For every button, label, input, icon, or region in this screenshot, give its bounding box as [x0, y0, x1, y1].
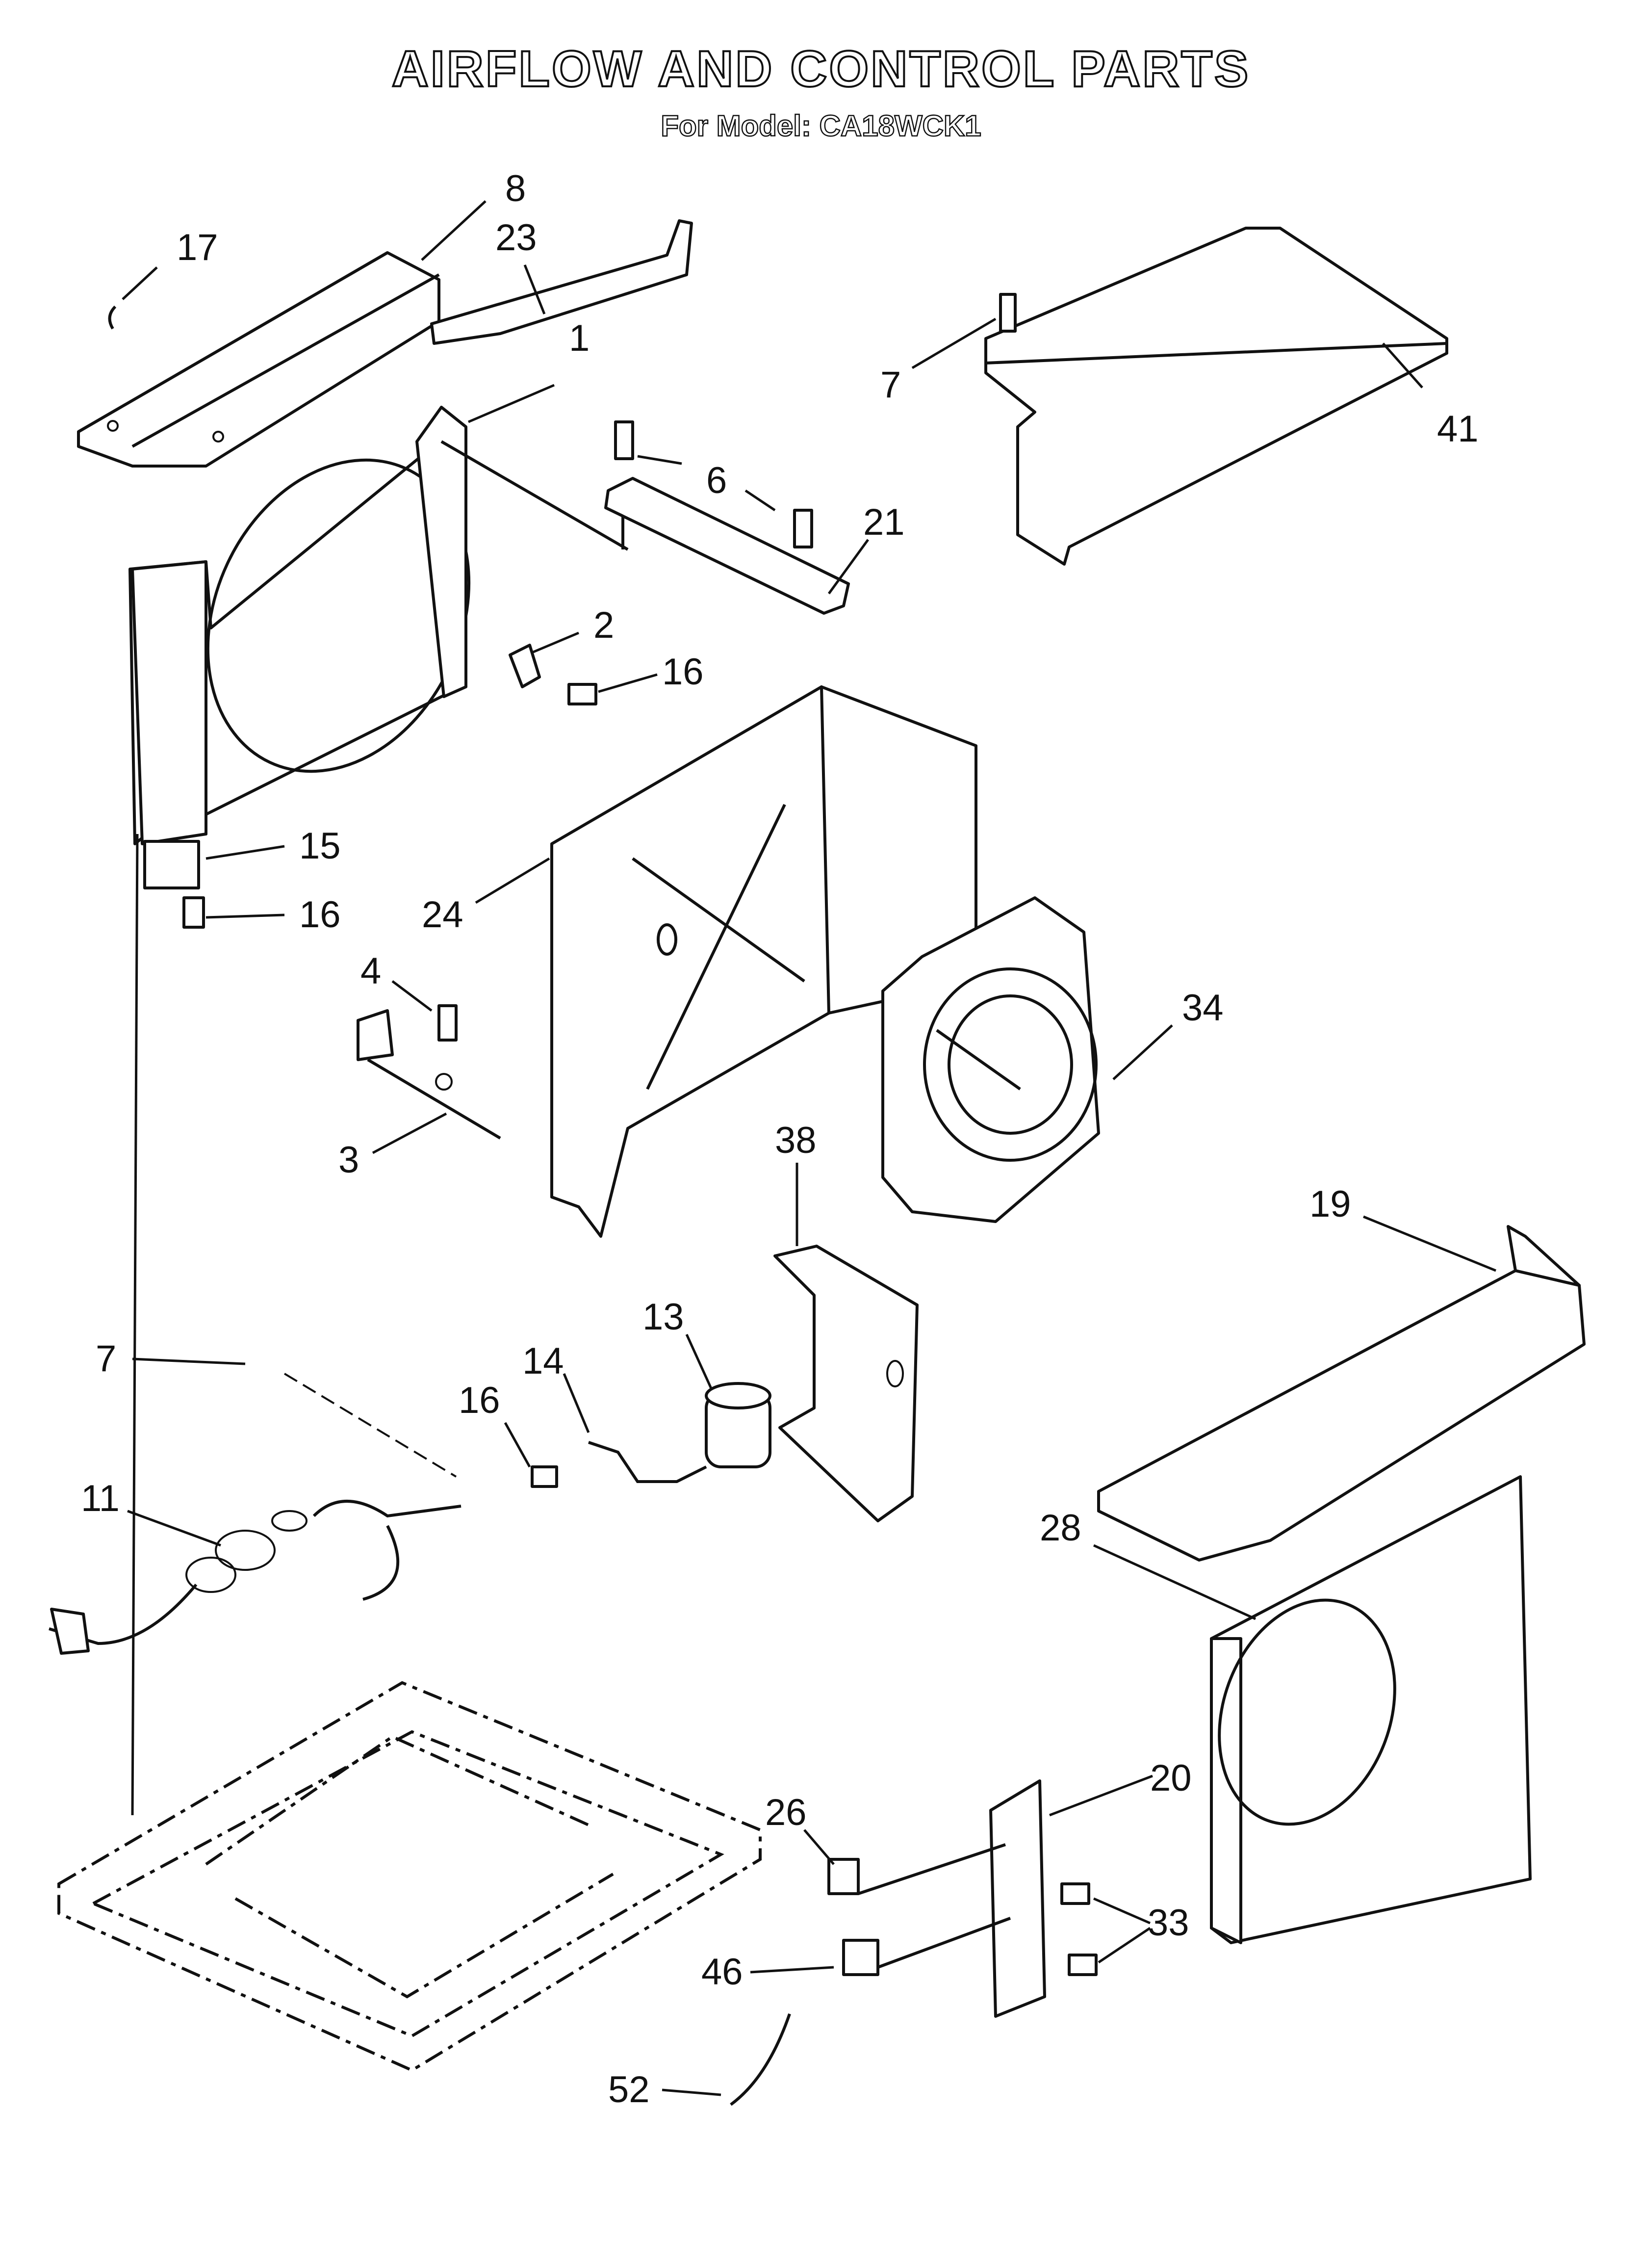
part-screw-33a	[1060, 1882, 1090, 1905]
part-screw	[182, 896, 205, 929]
part-mounting-bar	[604, 420, 850, 615]
callout-label: 26	[765, 1792, 807, 1833]
part-clip-2	[509, 644, 597, 705]
part-base-pan	[57, 1681, 762, 2072]
part-top-duct-cover	[77, 251, 440, 468]
callout-label: 7	[880, 364, 901, 406]
callout-label: 46	[701, 1951, 743, 1993]
part-blower-panel	[550, 685, 977, 1238]
part-screw-33b	[1068, 1954, 1098, 1976]
callout-label: 38	[775, 1120, 817, 1161]
part-power-cord	[49, 1500, 462, 1655]
part-condenser-shroud	[1210, 1475, 1532, 1944]
callout-label: 16	[299, 894, 341, 936]
part-foam-strip	[430, 219, 693, 345]
callout-label: 20	[1150, 1757, 1192, 1799]
reference-line	[131, 834, 139, 1816]
callout-label: 11	[81, 1478, 120, 1519]
reference-line-dash	[283, 1373, 457, 1478]
callout-label: 24	[422, 894, 463, 936]
callout-label: 1	[569, 317, 590, 359]
model-subtitle: For Model: CA18WCK1	[660, 109, 982, 143]
part-scroll	[881, 896, 1100, 1223]
callout-label: 13	[642, 1296, 684, 1338]
part-orifice-shroud	[128, 406, 629, 845]
callout-label: 14	[522, 1340, 564, 1382]
callout-label: 3	[338, 1139, 359, 1181]
page-title: AIRFLOW AND CONTROL PARTS	[391, 40, 1251, 99]
callout-label: 19	[1309, 1183, 1351, 1225]
callout-label: 15	[299, 825, 341, 867]
callout-label: 33	[1148, 1902, 1189, 1944]
callout-label: 6	[706, 460, 727, 501]
callout-label: 16	[459, 1380, 500, 1421]
callout-label: 8	[505, 168, 526, 209]
callout-label: 41	[1437, 408, 1479, 450]
part-switch	[827, 1858, 860, 1895]
part-thermostat	[842, 1939, 879, 1976]
leader-lines	[122, 200, 1496, 2096]
callout-label: 28	[1040, 1507, 1081, 1549]
callout-label: 2	[593, 604, 614, 646]
part-tube	[730, 2013, 791, 2106]
callout-label: 52	[608, 2069, 650, 2111]
callout-label: 34	[1182, 987, 1224, 1029]
part-capacitor	[531, 1382, 771, 1488]
part-control-bracket	[773, 1245, 919, 1522]
callout-label: 4	[360, 950, 381, 992]
callout-label: 16	[662, 651, 704, 693]
callout-label: 21	[863, 501, 905, 543]
part-control-plate	[989, 1779, 1046, 2018]
part-top-rail	[1097, 1225, 1586, 1562]
part-top-cover	[984, 227, 1448, 566]
callout-label: 7	[96, 1338, 116, 1380]
callout-labels: 8 23 17 1 7 41 6 21 2 16 15 16 24 4 3 34…	[81, 168, 1479, 2111]
part-bracket-small	[143, 840, 200, 889]
part-damper	[357, 1004, 501, 1140]
callout-label: 23	[495, 217, 537, 259]
part-clip	[108, 305, 117, 330]
callout-label: 17	[177, 227, 218, 268]
